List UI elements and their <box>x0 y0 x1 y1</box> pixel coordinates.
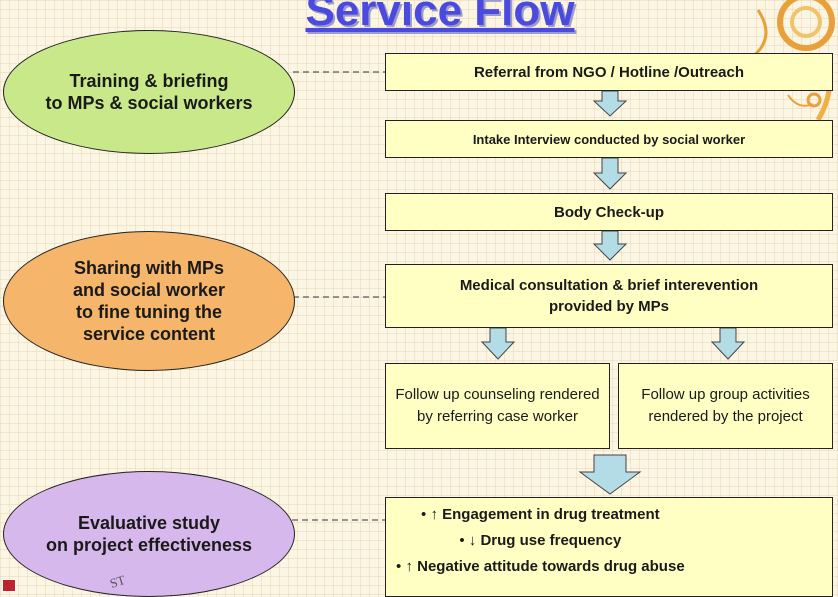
arrow-down-icon: ↓ <box>468 532 477 549</box>
list-item: • ↓ Drug use frequency <box>459 532 622 549</box>
step-intake-interview: Intake Interview conducted by social wor… <box>385 120 833 158</box>
list-item: • ↑ Engagement in drug treatment <box>421 506 660 523</box>
arrow-up-icon: ↑ <box>430 506 438 523</box>
page-title: Service Flow <box>305 0 575 35</box>
outcomes-box: • ↑ Engagement in drug treatment • ↓ Dru… <box>385 497 833 597</box>
step-medical-consultation: Medical consultation & brief intereventi… <box>385 264 833 328</box>
step-referral: Referral from NGO / Hotline /Outreach <box>385 53 833 91</box>
down-arrow-icon <box>592 157 628 190</box>
arrow-up-icon: ↑ <box>405 558 413 575</box>
list-item: • ↑ Negative attitude towards drug abuse <box>396 558 685 575</box>
step-follow-up-group: Follow up group activities rendered by t… <box>618 363 833 449</box>
oval-sharing: Sharing with MPs and social worker to fi… <box>3 231 295 371</box>
down-arrow-icon <box>710 327 746 360</box>
down-arrow-icon <box>592 230 628 261</box>
down-arrow-icon <box>480 327 516 360</box>
oval-evaluative-study: Evaluative study on project effectivenes… <box>3 471 295 597</box>
step-follow-up-counseling: Follow up counseling rendered by referri… <box>385 363 610 449</box>
down-arrow-icon <box>592 90 628 117</box>
down-arrow-icon <box>578 454 642 495</box>
step-body-checkup: Body Check-up <box>385 193 833 231</box>
oval-training-briefing: Training & briefing to MPs & social work… <box>3 30 295 154</box>
logo-icon <box>2 579 16 592</box>
